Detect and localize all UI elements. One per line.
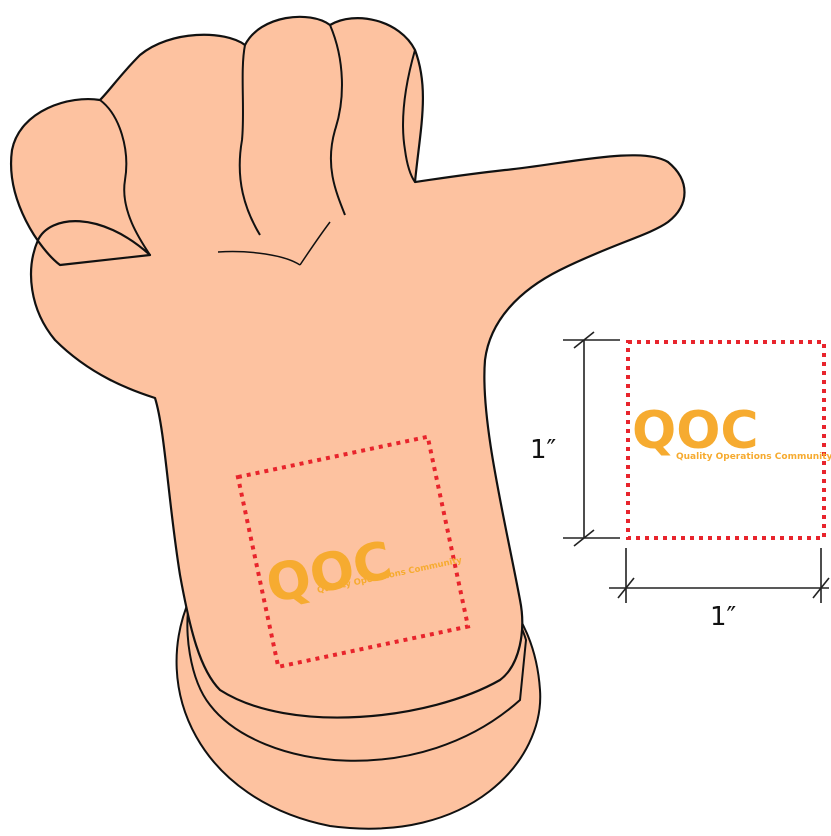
width-dimension [609,548,830,603]
height-dimension [563,331,620,547]
reference-logo-full-name: Quality Operations Community [676,452,831,462]
reference-sticker: QOC Quality Operations Community [626,340,831,540]
wrist-sticker-border [235,434,471,670]
reference-sticker-border [626,340,826,540]
reference-logo-acronym: QOC [632,401,759,461]
height-dimension-label: 1″ [530,435,557,465]
hand-illustration-icon [9,15,686,719]
width-dimension-label: 1″ [710,602,737,632]
